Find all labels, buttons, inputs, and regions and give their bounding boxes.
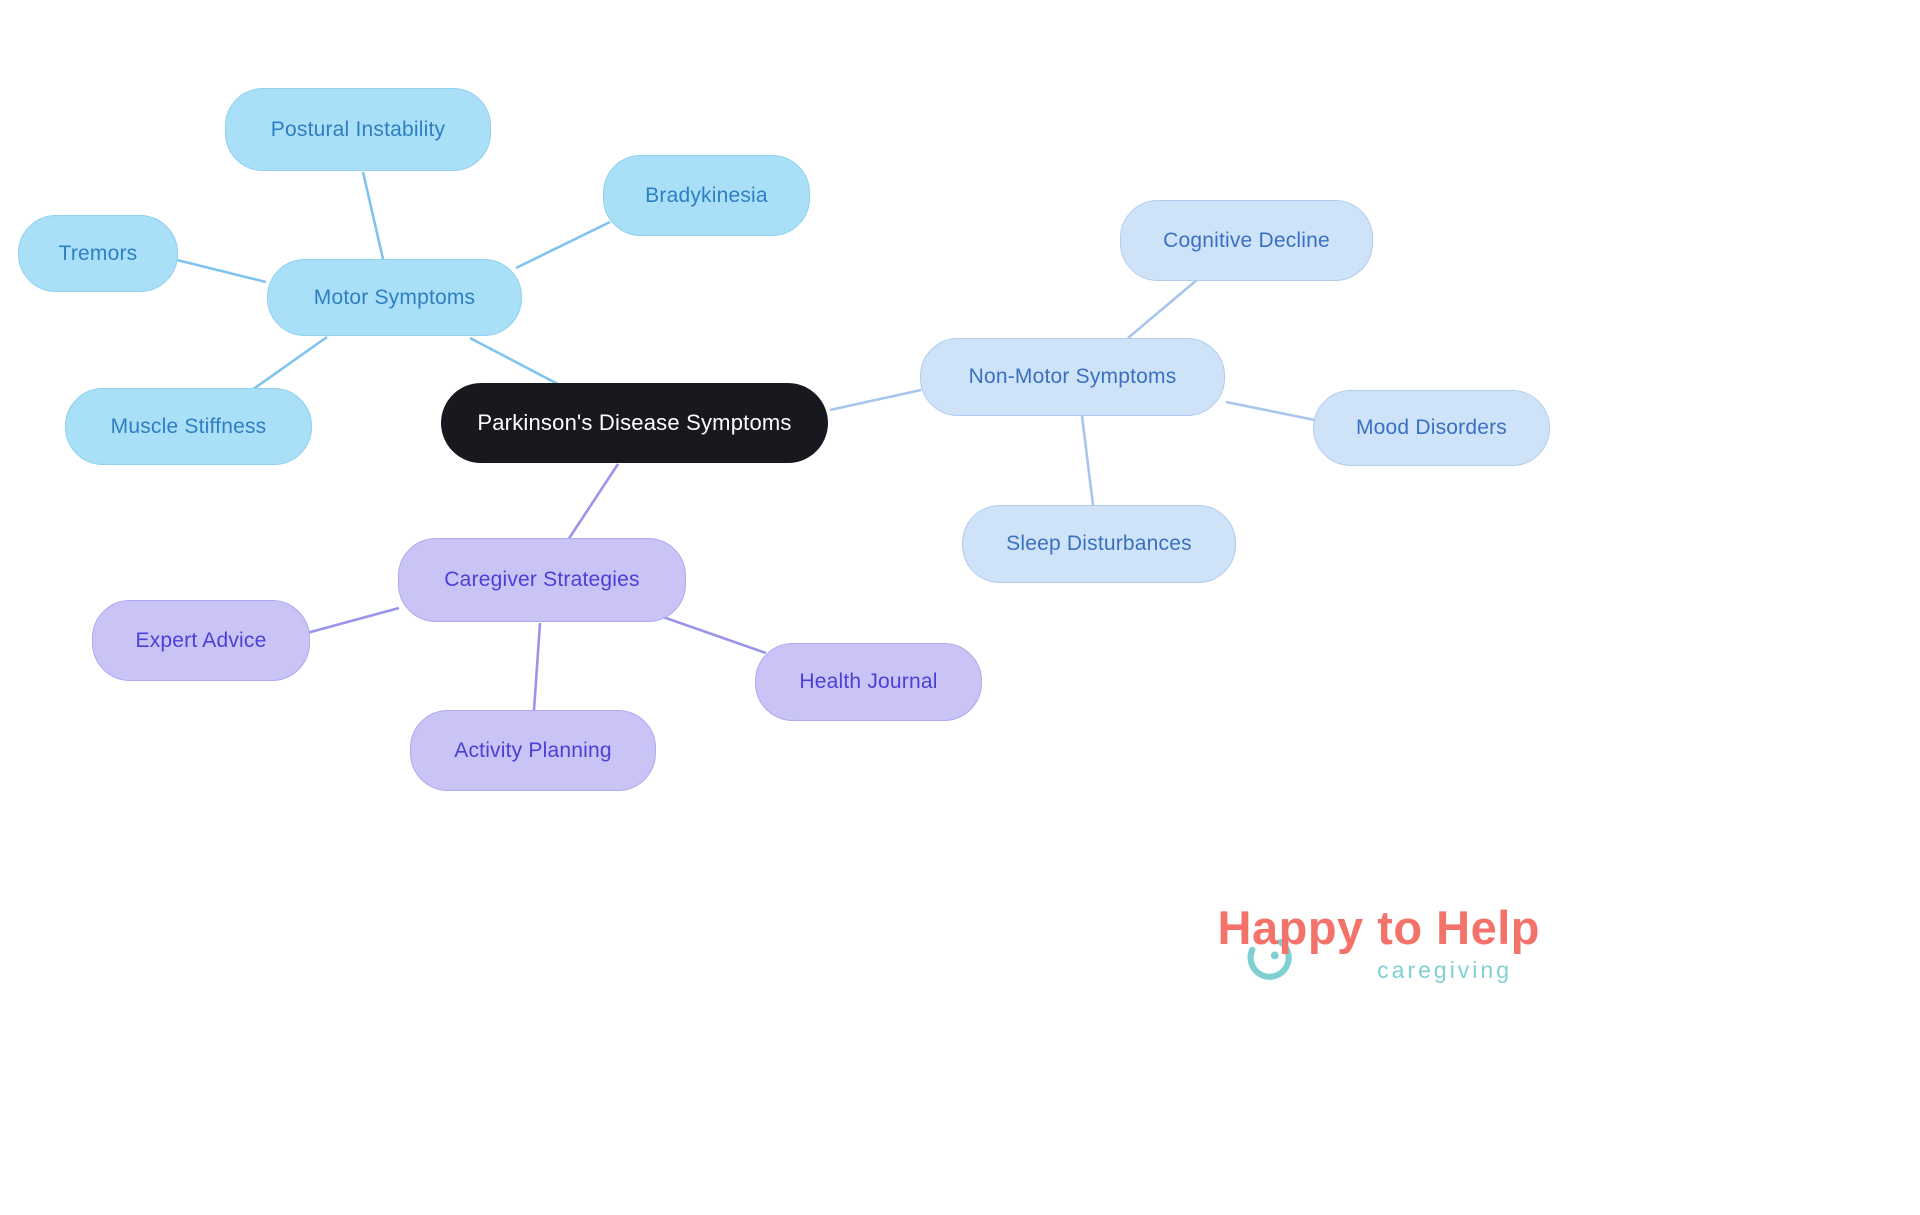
node-motor-symptoms: Motor Symptoms [267, 259, 522, 336]
edge-caregiver-health [662, 615, 767, 655]
node-caregiver-strategies: Caregiver Strategies [398, 538, 686, 622]
node-activity-planning: Activity Planning [410, 710, 656, 791]
edge-motor-bradykinesia [515, 220, 611, 270]
node-expert-advice: Expert Advice [92, 600, 310, 681]
edge-motor-muscle [251, 335, 328, 392]
edge-caregiver-expert [306, 606, 400, 635]
edge-central-caregiver [566, 463, 620, 541]
edge-nonmotor-cognitive [1127, 278, 1199, 339]
edge-motor-tremors [176, 258, 267, 284]
node-sleep-disturbances: Sleep Disturbances [962, 505, 1236, 583]
node-postural-instability: Postural Instability [225, 88, 491, 171]
node-health-journal: Health Journal [755, 643, 982, 721]
node-cognitive-decline: Cognitive Decline [1120, 200, 1373, 281]
node-non-motor-symptoms: Non-Motor Symptoms [920, 338, 1225, 416]
edge-central-nonmotor [829, 388, 922, 412]
edge-motor-postural [361, 171, 385, 260]
node-central-parkinsons-symptoms: Parkinson's Disease Symptoms [441, 383, 828, 463]
logo-brand-text: Happy to Help [1217, 901, 1540, 954]
edge-nonmotor-sleep [1080, 415, 1095, 506]
happy-to-help-logo: Happy to Help caregiving [1160, 900, 1540, 984]
node-mood-disorders: Mood Disorders [1313, 390, 1550, 466]
node-bradykinesia: Bradykinesia [603, 155, 810, 236]
node-tremors: Tremors [18, 215, 178, 292]
logo-tagline-text: caregiving [1377, 957, 1512, 983]
node-muscle-stiffness: Muscle Stiffness [65, 388, 312, 465]
smiley-face-icon [1247, 938, 1292, 980]
edge-caregiver-activity [532, 622, 542, 711]
edge-nonmotor-mood [1225, 400, 1316, 422]
